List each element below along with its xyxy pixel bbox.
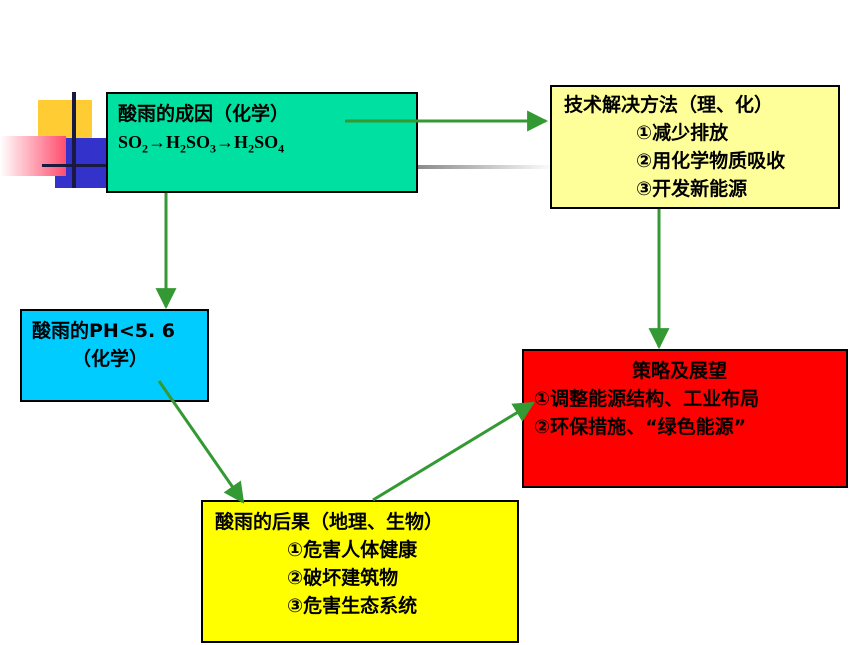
effects-box: 酸雨的后果（地理、生物） ①危害人体健康 ②破坏建筑物 ③危害生态系统 bbox=[201, 500, 519, 643]
ornament-pink-bar bbox=[0, 136, 66, 176]
strategy-title: 策略及展望 bbox=[632, 360, 728, 382]
tech-item: ②用化学物质吸收 bbox=[636, 150, 786, 172]
ornament-horizontal-line bbox=[42, 164, 110, 167]
ph-box: 酸雨的PH<5. 6 （化学） bbox=[20, 309, 209, 402]
top-rule bbox=[415, 165, 555, 169]
tech-item: ①减少排放 bbox=[636, 122, 729, 144]
tech-title: 技术解决方法（理、化） bbox=[564, 94, 774, 116]
tech-solution-box: 技术解决方法（理、化） ①减少排放 ②用化学物质吸收 ③开发新能源 bbox=[550, 85, 840, 209]
effects-item: ②破坏建筑物 bbox=[287, 567, 399, 589]
cause-box: 酸雨的成因（化学） SO2→H2SO3→H2SO4 bbox=[106, 92, 418, 193]
effects-item: ③危害生态系统 bbox=[287, 595, 418, 617]
cause-title: 酸雨的成因（化学） bbox=[118, 103, 290, 125]
effects-title: 酸雨的后果（地理、生物） bbox=[215, 511, 444, 533]
strategy-item: ②环保措施、“绿色能源” bbox=[534, 416, 747, 438]
ph-line1: 酸雨的PH<5. 6 bbox=[32, 320, 176, 342]
strategy-box: 策略及展望 ①调整能源结构、工业布局 ②环保措施、“绿色能源” bbox=[522, 349, 848, 488]
strategy-item: ①调整能源结构、工业布局 bbox=[534, 388, 760, 410]
tech-item: ③开发新能源 bbox=[636, 178, 748, 200]
ph-line2: （化学） bbox=[72, 348, 149, 370]
effects-item: ①危害人体健康 bbox=[287, 539, 418, 561]
ornament-vertical-line bbox=[72, 92, 76, 188]
cause-formula: SO2→H2SO3→H2SO4 bbox=[118, 132, 285, 156]
